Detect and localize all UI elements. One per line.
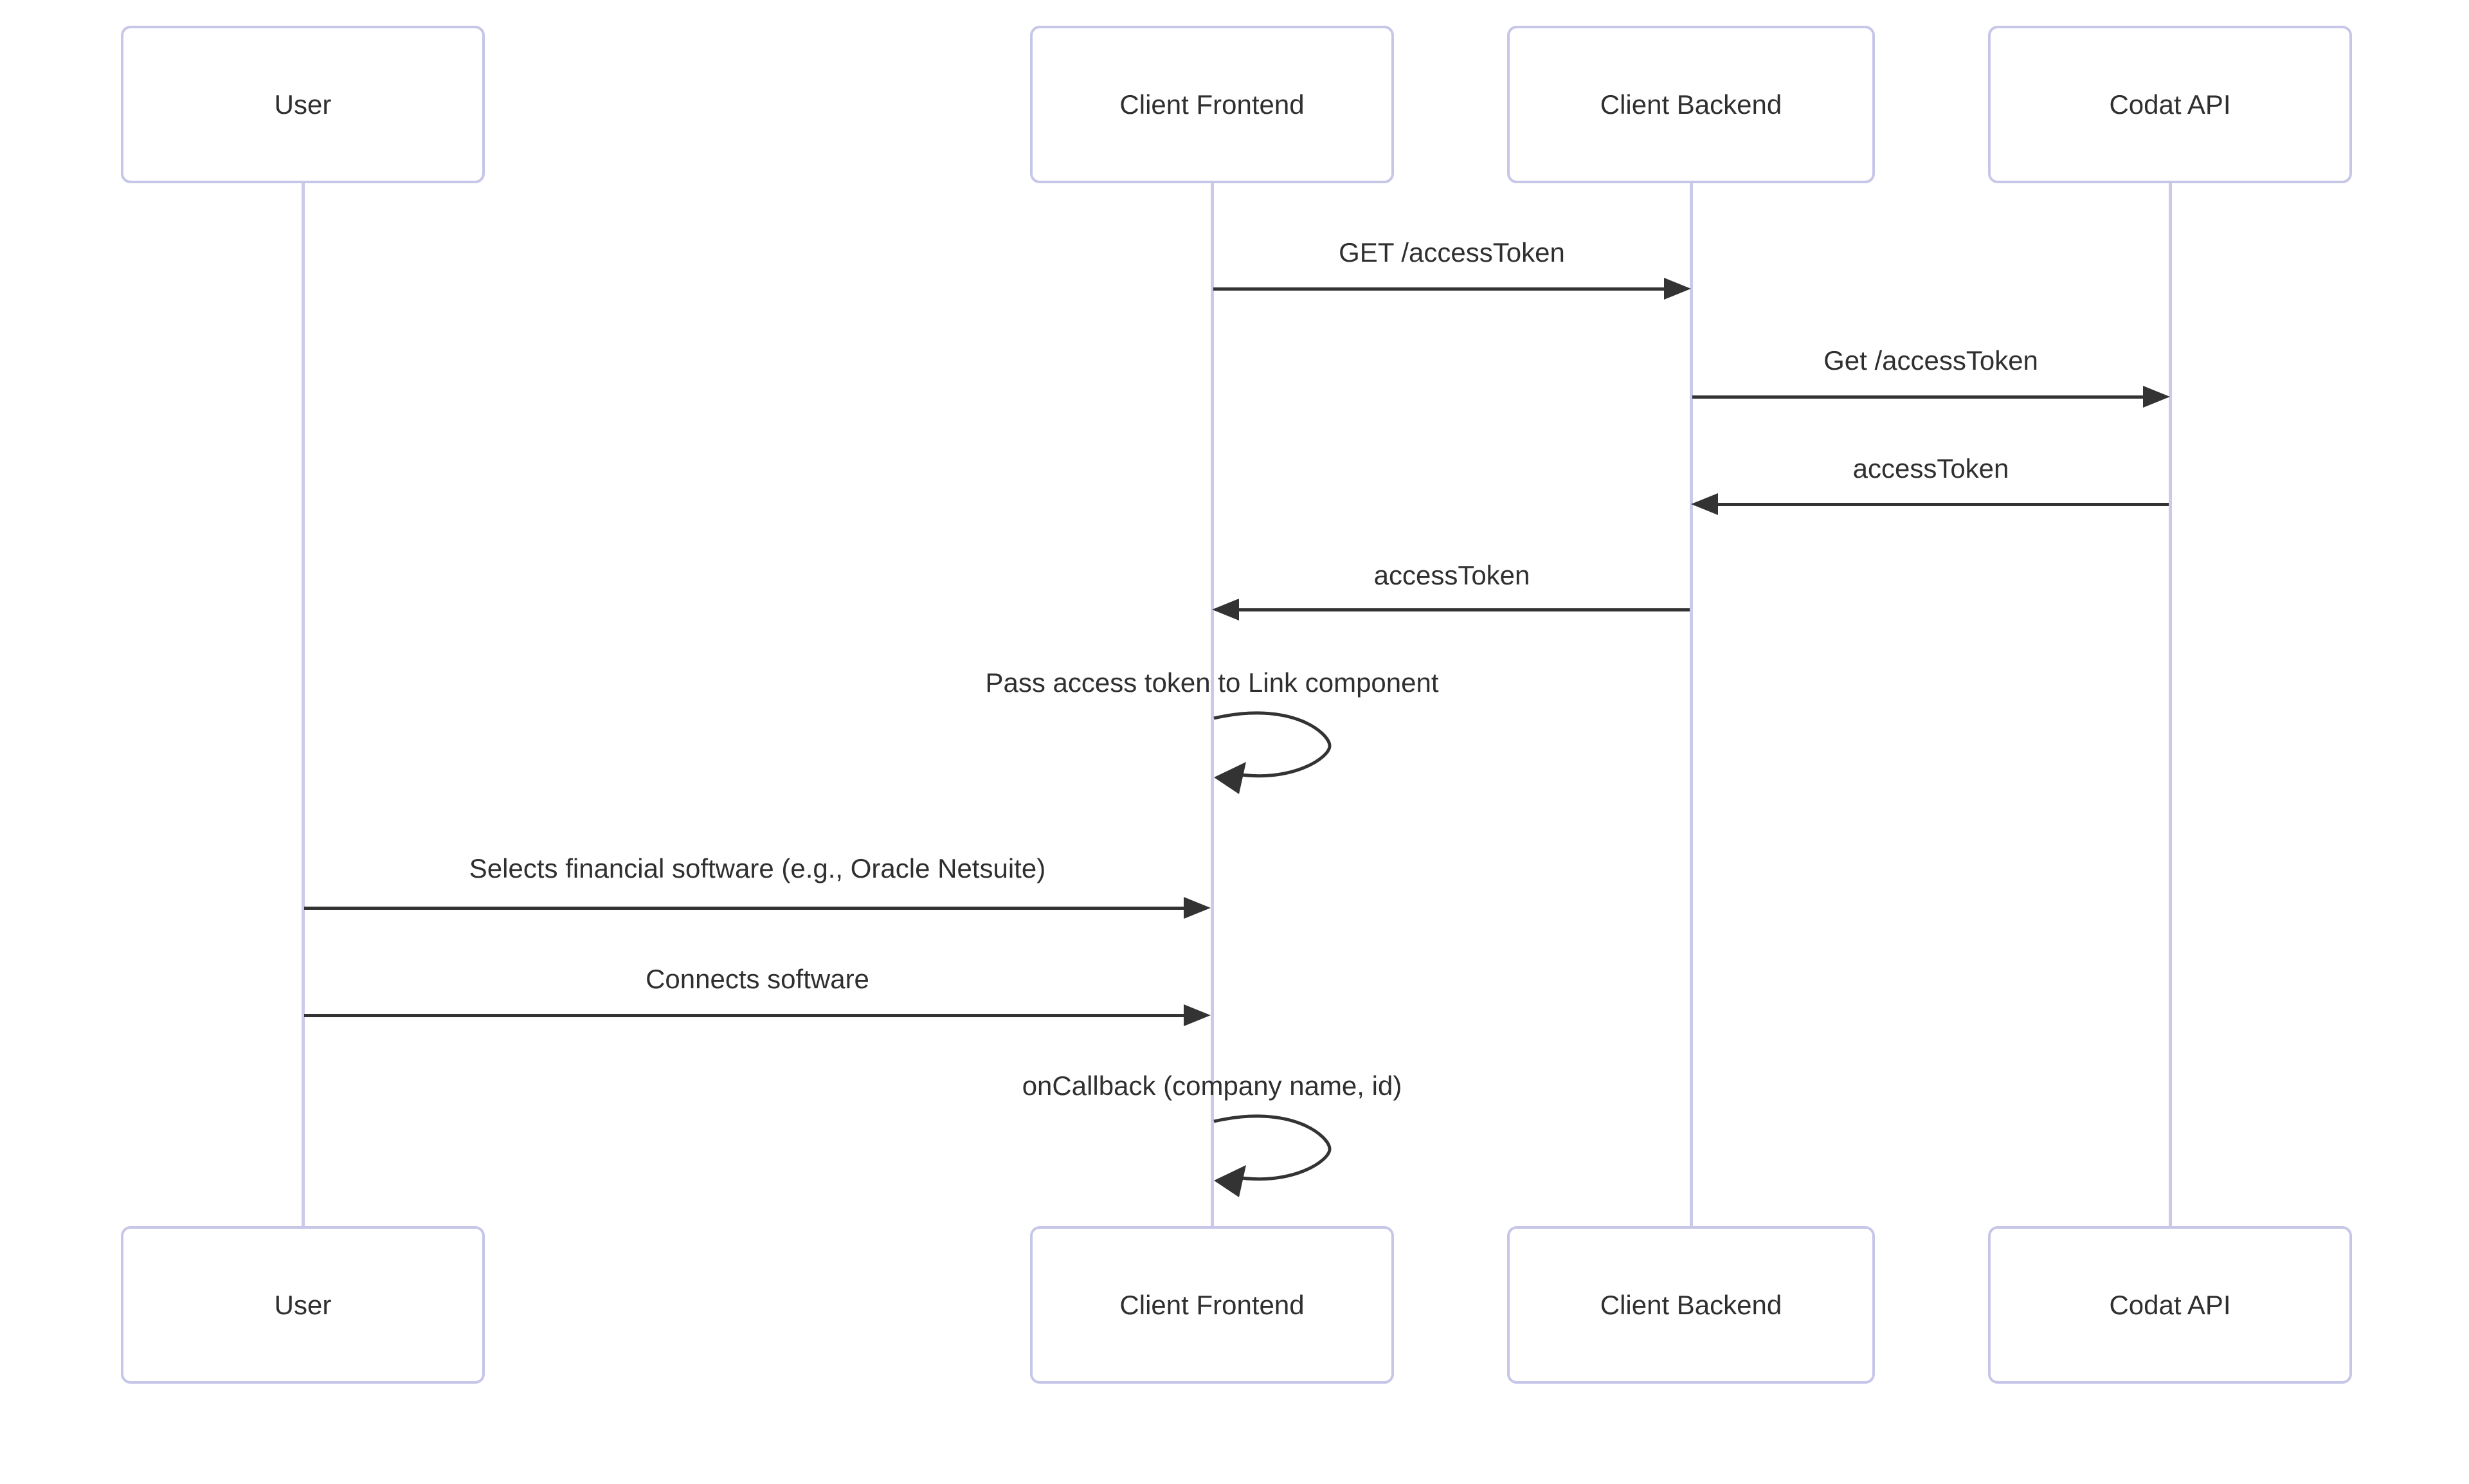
actor-label: Client Backend xyxy=(1600,1289,1782,1320)
actor-top-user: User xyxy=(121,26,485,183)
arrowhead-left-icon xyxy=(1691,493,1718,515)
actor-top-codat-api: Codat API xyxy=(1988,26,2352,183)
actor-label: Client Frontend xyxy=(1119,89,1305,120)
actor-bottom-codat-api: Codat API xyxy=(1988,1226,2352,1384)
self-loop-arrow xyxy=(1213,711,1332,794)
message-label: onCallback (company name, id) xyxy=(1022,1071,1402,1101)
message-label: accessToken xyxy=(1852,453,2009,484)
arrowhead-right-icon xyxy=(1664,278,1691,300)
arrowhead-right-icon xyxy=(1184,897,1211,919)
lifeline-codat-api xyxy=(2169,183,2172,1228)
message-label: Connects software xyxy=(646,964,869,994)
actor-label: Codat API xyxy=(2109,89,2231,120)
actor-top-client-backend: Client Backend xyxy=(1507,26,1875,183)
actor-bottom-client-frontend: Client Frontend xyxy=(1030,1226,1394,1384)
message-arrow-line xyxy=(1239,608,1690,611)
arrowhead-right-icon xyxy=(1184,1004,1211,1026)
self-loop-arrow xyxy=(1213,1114,1332,1197)
lifeline-user xyxy=(302,183,305,1228)
message-label: Pass access token to Link component xyxy=(985,667,1439,698)
message-arrow-line xyxy=(1692,395,2144,399)
lifeline-client-frontend xyxy=(1211,183,1214,1228)
actor-label: Client Frontend xyxy=(1119,1289,1305,1320)
lifeline-client-backend xyxy=(1690,183,1693,1228)
message-arrow-line xyxy=(1718,503,2169,506)
actor-top-client-frontend: Client Frontend xyxy=(1030,26,1394,183)
actor-bottom-user: User xyxy=(121,1226,485,1384)
message-arrow-line xyxy=(304,907,1185,910)
message-arrow-line xyxy=(304,1014,1185,1017)
message-label: accessToken xyxy=(1373,560,1530,590)
message-label: GET /accessToken xyxy=(1339,237,1565,267)
arrowhead-left-icon xyxy=(1212,599,1239,620)
actor-bottom-client-backend: Client Backend xyxy=(1507,1226,1875,1384)
message-label: Get /accessToken xyxy=(1823,345,2038,376)
actor-label: Codat API xyxy=(2109,1289,2231,1320)
actor-label: User xyxy=(274,89,332,120)
actor-label: Client Backend xyxy=(1600,89,1782,120)
arrowhead-right-icon xyxy=(2143,386,2170,408)
actor-label: User xyxy=(274,1289,332,1320)
message-label: Selects financial software (e.g., Oracle… xyxy=(469,853,1046,883)
message-arrow-line xyxy=(1213,287,1665,291)
